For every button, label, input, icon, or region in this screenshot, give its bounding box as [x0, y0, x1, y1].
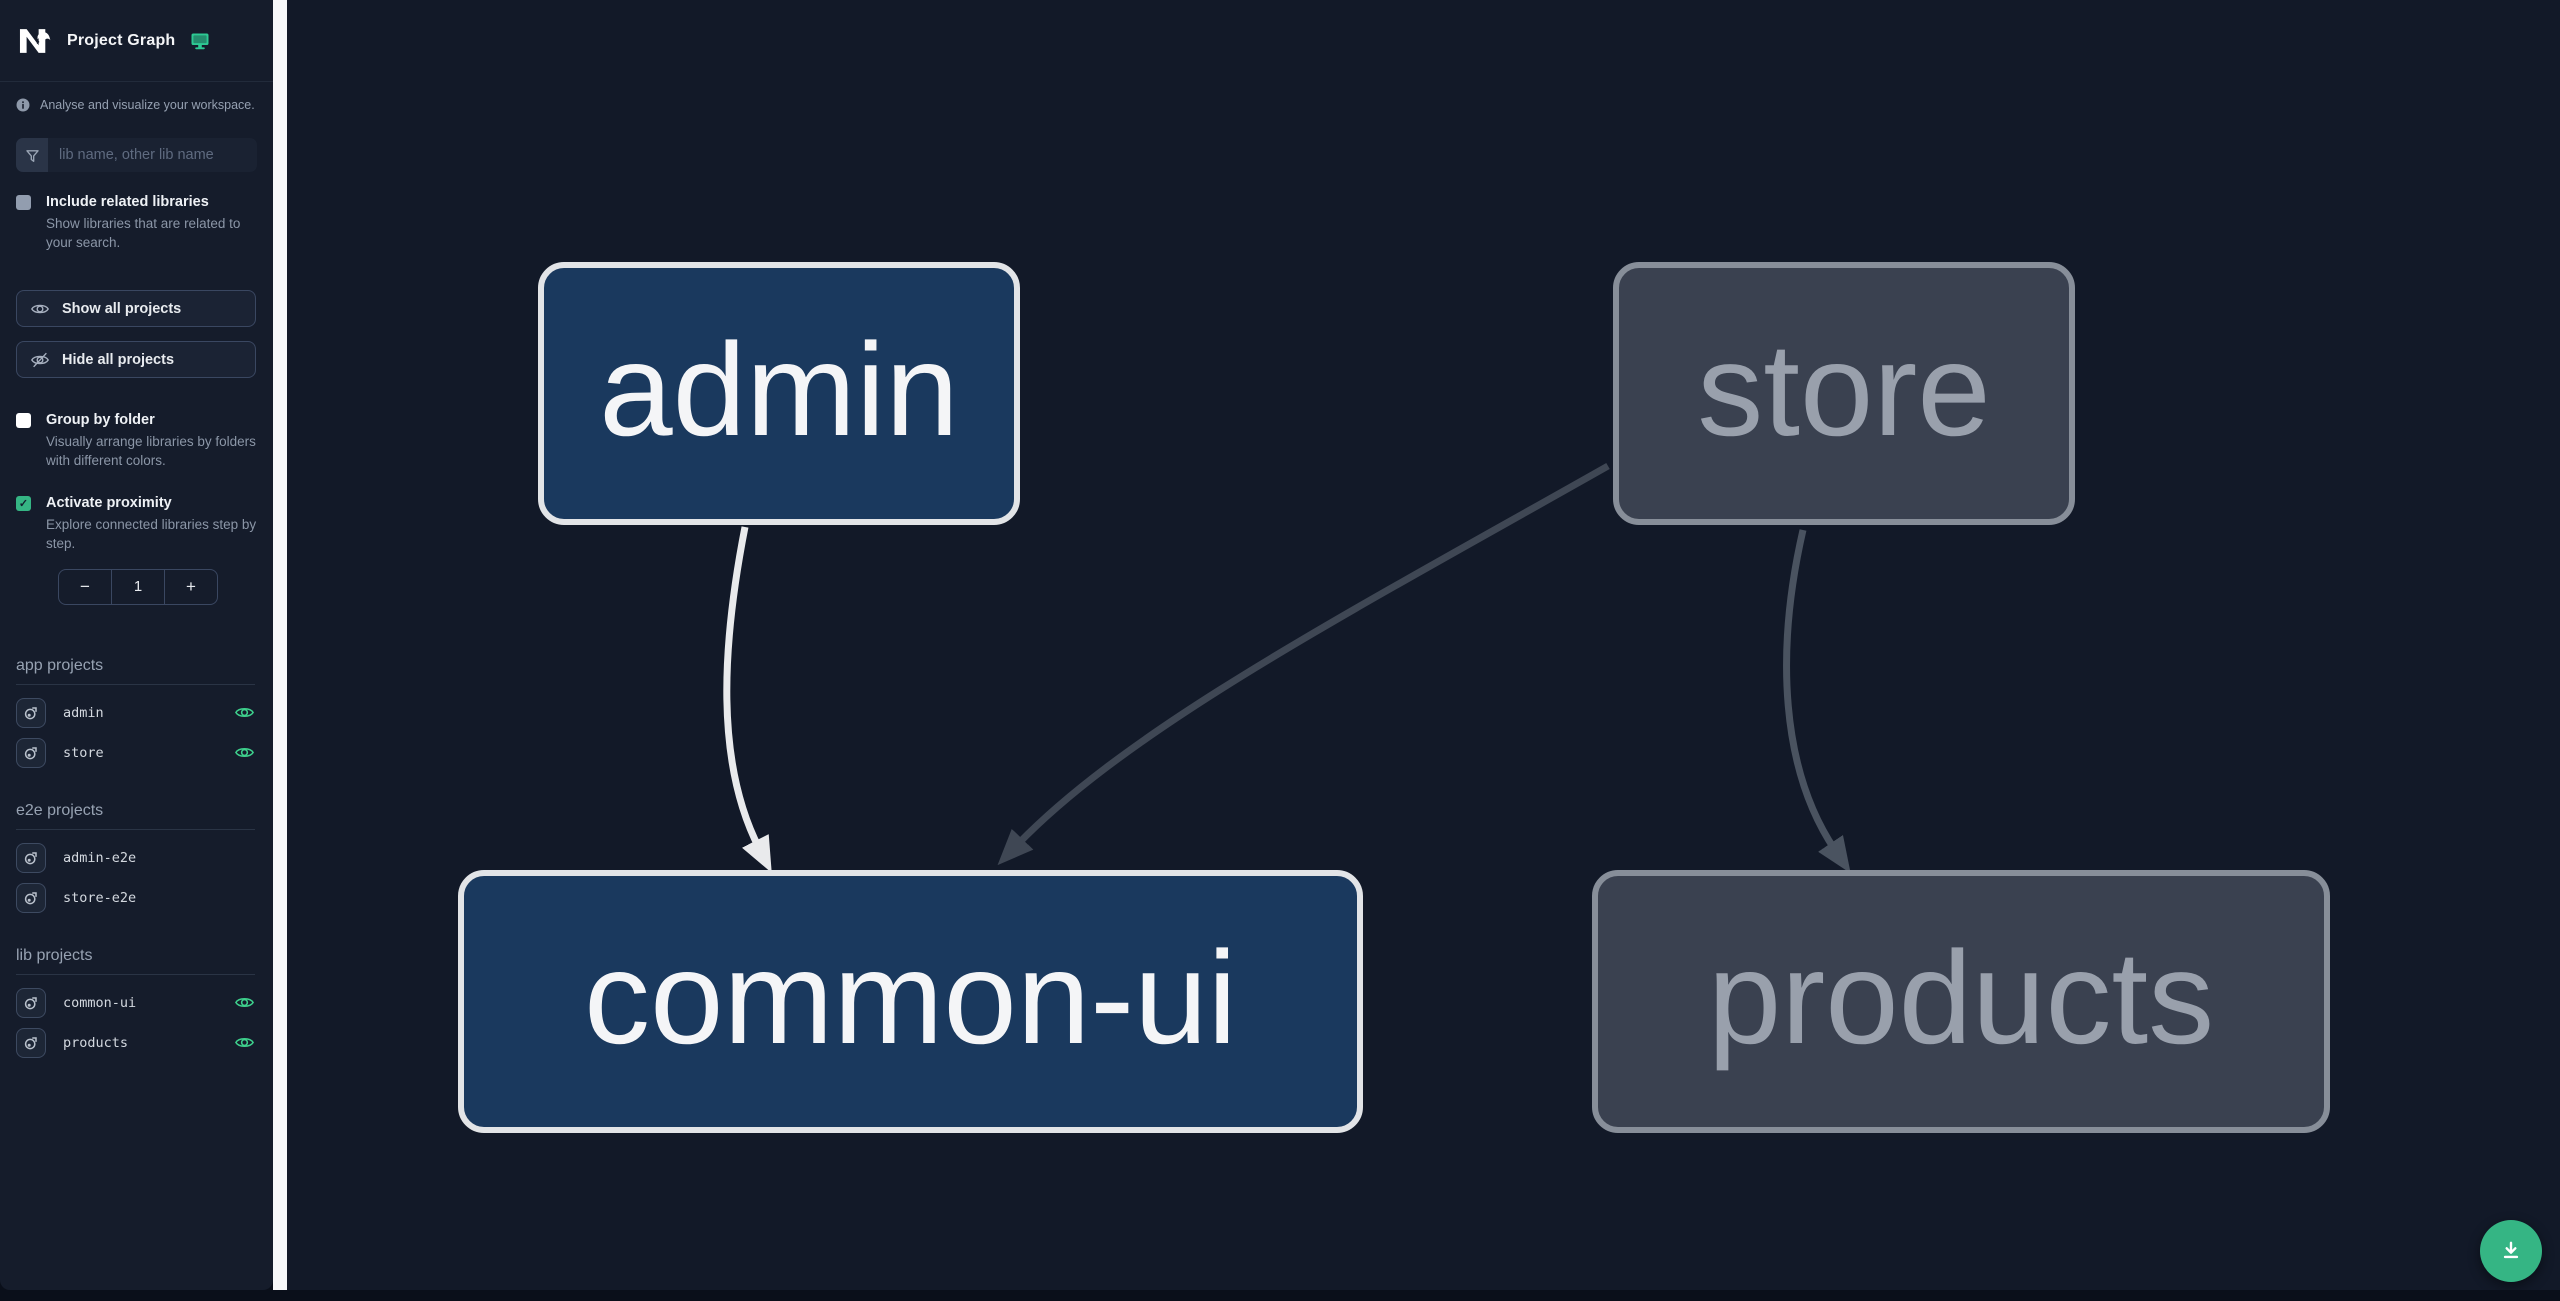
download-image-button[interactable] — [2480, 1220, 2542, 1282]
edge-store-to-common-ui — [997, 462, 1610, 866]
project-name: admin-e2e — [63, 849, 137, 866]
search-input[interactable] — [48, 138, 257, 172]
proximity-decrement-button[interactable]: − — [80, 576, 90, 596]
sidebar: Project Graph Analyse and visualize your… — [0, 0, 273, 1290]
proximity-value: 1 — [111, 569, 164, 604]
project-name: products — [63, 1034, 129, 1051]
focus-icon — [16, 987, 46, 1018]
project-row-common-ui[interactable]: common-ui — [16, 987, 257, 1018]
focus-icon — [16, 1027, 46, 1058]
show-all-projects-label: Show all projects — [62, 300, 182, 317]
search-box — [16, 138, 257, 172]
hide-all-projects-label: Hide all projects — [62, 351, 175, 368]
project-row-store[interactable]: store — [16, 737, 257, 768]
activate-proximity-checkbox[interactable] — [16, 495, 31, 511]
filter-icon — [16, 138, 48, 172]
app-title: Project Graph — [67, 31, 176, 49]
eye-off-icon — [31, 352, 49, 368]
focus-icon — [16, 842, 46, 873]
graph-canvas[interactable]: admin store common-ui products — [287, 0, 2560, 1290]
group-by-folder-description: Visually arrange libraries by folders wi… — [46, 434, 256, 469]
hide-all-projects-button[interactable]: Hide all projects — [16, 341, 256, 379]
download-icon — [2503, 1241, 2519, 1259]
section-e2e-projects: e2e projects admin-e2e — [16, 802, 257, 913]
section-app-projects: app projects admin — [16, 657, 257, 768]
graph-node-store[interactable]: store — [1613, 262, 2075, 525]
sidebar-divider — [273, 0, 287, 1290]
project-row-store-e2e[interactable]: store-e2e — [16, 882, 257, 913]
toggle-visibility-eye-icon[interactable] — [233, 702, 255, 724]
project-name: admin — [63, 704, 104, 721]
group-by-folder-label: Group by folder — [46, 412, 155, 429]
show-all-projects-button[interactable]: Show all projects — [16, 290, 256, 328]
graph-node-admin[interactable]: admin — [538, 262, 1020, 525]
include-related-row: Include related libraries Show libraries… — [16, 194, 257, 252]
toggle-visibility-eye-icon[interactable] — [233, 992, 255, 1014]
proximity-stepper: − 1 + — [58, 568, 218, 605]
toggle-visibility-eye-icon[interactable] — [233, 742, 255, 764]
include-related-checkbox[interactable] — [16, 195, 31, 210]
toggle-visibility-eye-icon[interactable] — [233, 1032, 255, 1054]
edge-admin-to-common-ui — [723, 526, 772, 873]
project-row-admin[interactable]: admin — [16, 697, 257, 728]
project-row-products[interactable]: products — [16, 1027, 257, 1058]
sidebar-body: Analyse and visualize your workspace. In… — [0, 82, 273, 1290]
graph-node-common-ui[interactable]: common-ui — [458, 870, 1363, 1133]
edge-store-to-products — [1783, 529, 1851, 874]
focus-icon — [16, 737, 46, 768]
section-title: app projects — [16, 657, 255, 685]
eye-icon — [31, 304, 49, 314]
activate-proximity-row: Activate proximity Explore connected lib… — [16, 495, 257, 553]
info-icon — [16, 98, 30, 112]
section-title: e2e projects — [16, 802, 255, 830]
project-name: store — [63, 744, 104, 761]
group-by-folder-checkbox[interactable] — [16, 413, 31, 429]
activate-proximity-description: Explore connected libraries step by step… — [46, 516, 257, 551]
focus-icon — [16, 882, 46, 913]
project-row-admin-e2e[interactable]: admin-e2e — [16, 842, 257, 873]
tagline-text: Analyse and visualize your workspace. — [40, 98, 255, 112]
sidebar-header: Project Graph — [0, 0, 273, 82]
monitor-icon[interactable] — [190, 31, 210, 51]
group-by-folder-row: Group by folder Visually arrange librari… — [16, 412, 257, 470]
section-lib-projects: lib projects common-ui — [16, 947, 257, 1058]
section-title: lib projects — [16, 947, 255, 975]
proximity-increment-button[interactable]: + — [164, 569, 217, 604]
include-related-label: Include related libraries — [46, 194, 209, 210]
include-related-description: Show libraries that are related to your … — [46, 216, 241, 251]
project-name: common-ui — [63, 994, 137, 1011]
tagline-row: Analyse and visualize your workspace. — [16, 98, 257, 112]
focus-icon — [16, 697, 46, 728]
nx-logo-icon — [19, 28, 51, 53]
activate-proximity-label: Activate proximity — [46, 494, 172, 511]
project-name: store-e2e — [63, 889, 137, 906]
graph-node-products[interactable]: products — [1592, 870, 2330, 1133]
